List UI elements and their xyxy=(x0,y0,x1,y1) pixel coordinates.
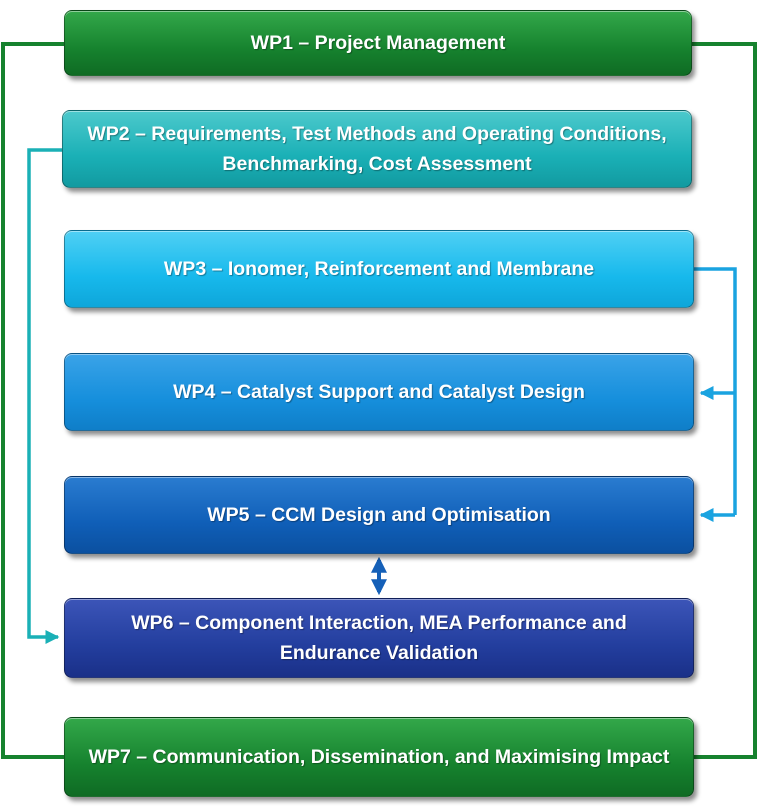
wp3-right-bracket xyxy=(694,267,737,515)
wp7-label: WP7 – Communication, Dissemination, and … xyxy=(88,746,670,768)
wp2-box: WP2 – Requirements, Test Methods and Ope… xyxy=(62,110,692,188)
wp4-box: WP4 – Catalyst Support and Catalyst Desi… xyxy=(64,353,694,431)
wp3-label: WP3 – Ionomer, Reinforcement and Membran… xyxy=(163,258,595,280)
wp1-wp7-loop-line xyxy=(1,42,757,759)
wp2-label: WP2 – Requirements, Test Methods and Ope… xyxy=(87,123,667,175)
wp5-label: WP5 – CCM Design and Optimisation xyxy=(207,504,551,526)
wp7-box: WP7 – Communication, Dissemination, and … xyxy=(64,717,694,797)
wp4-label: WP4 – Catalyst Support and Catalyst Desi… xyxy=(173,381,585,403)
wp2-to-wp6-arrow xyxy=(27,148,62,644)
wp5-box: WP5 – CCM Design and Optimisation xyxy=(64,476,694,554)
wp6-box: WP6 – Component Interaction, MEA Perform… xyxy=(64,598,694,678)
wp3-box: WP3 – Ionomer, Reinforcement and Membran… xyxy=(64,230,694,308)
wp1-box: WP1 – Project Management xyxy=(64,10,692,76)
wp6-label: WP6 – Component Interaction, MEA Perform… xyxy=(131,612,627,664)
wp1-label: WP1 – Project Management xyxy=(250,32,506,54)
